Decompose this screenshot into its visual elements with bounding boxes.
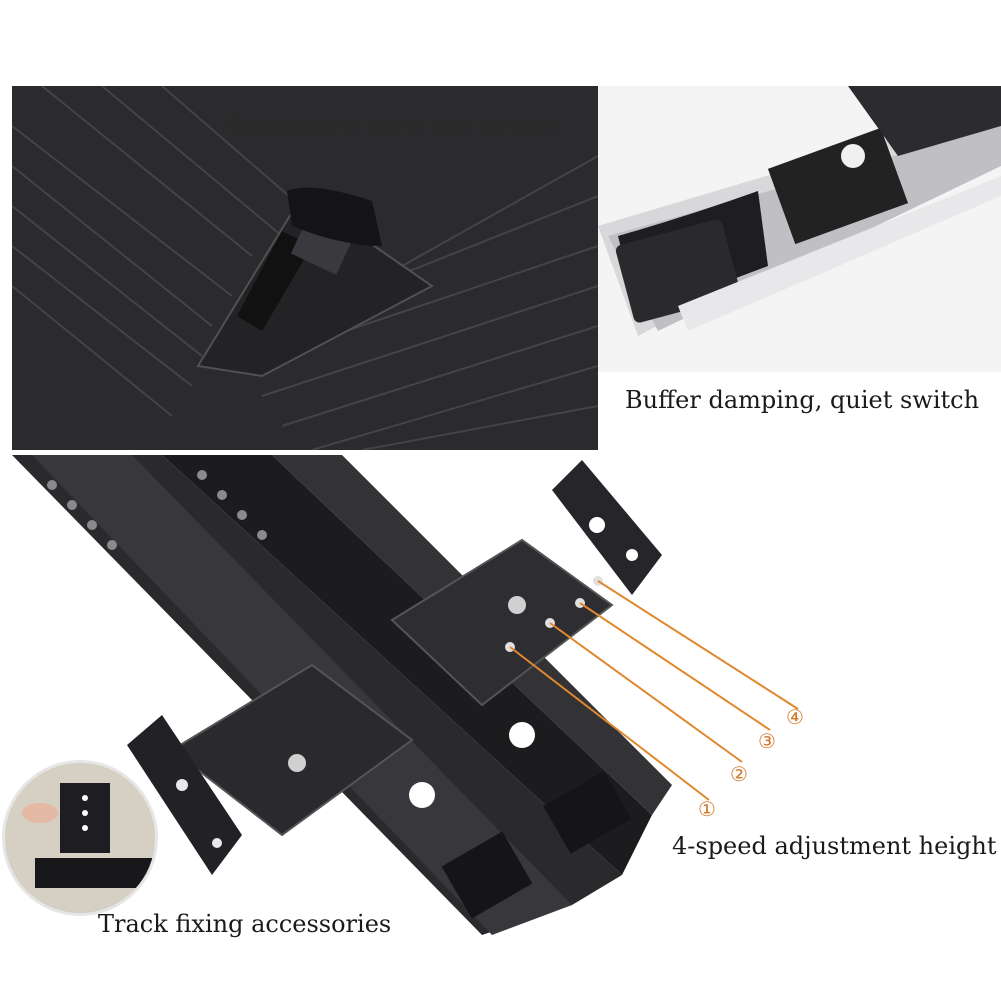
buffer-damping-photo [598, 86, 1001, 372]
position-1-label: ① [698, 797, 716, 821]
adjustment-caption: 4-speed adjustment height [672, 832, 997, 860]
position-2-label: ② [730, 762, 748, 786]
card-slot-photo [12, 86, 598, 450]
position-3-label: ③ [758, 729, 776, 753]
card-slot-caption: Humanized card slot design [220, 112, 561, 140]
buffer-caption: Buffer damping, quiet switch [625, 386, 980, 414]
bracket-inset-photo [2, 760, 158, 916]
slide-rail-photo [12, 455, 1001, 1001]
position-4-label: ④ [786, 705, 804, 729]
track-caption: Track fixing accessories [98, 910, 392, 938]
